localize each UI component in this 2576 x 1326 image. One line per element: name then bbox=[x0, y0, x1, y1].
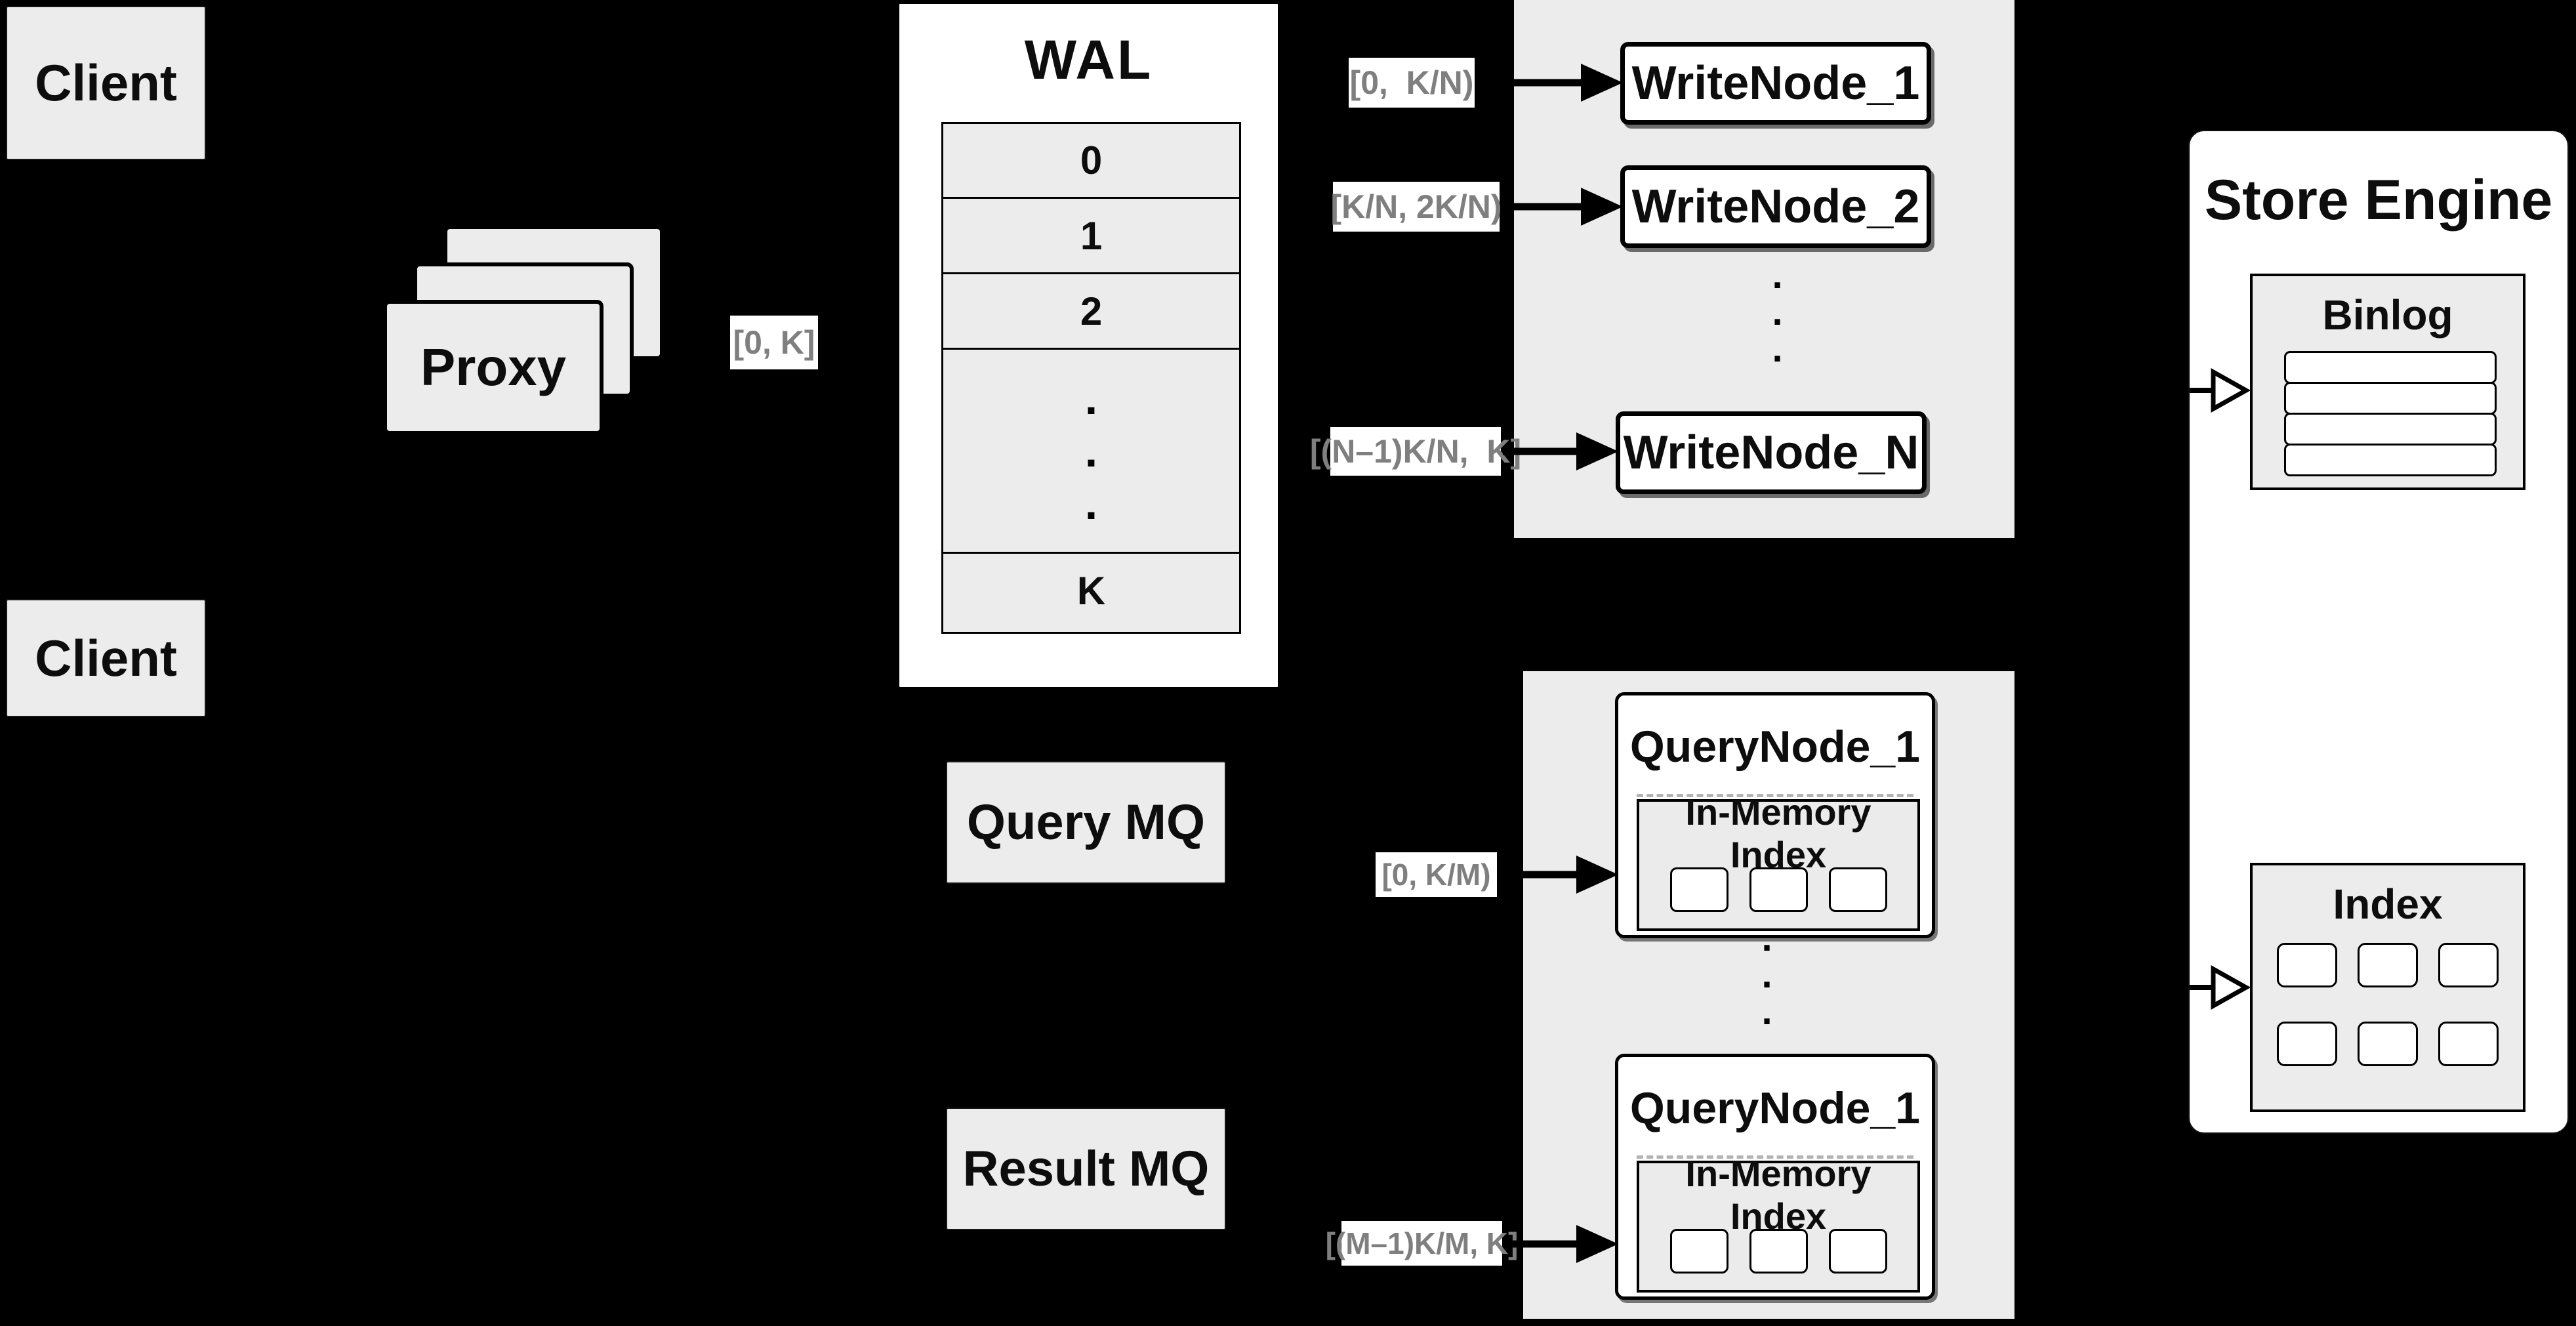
write-node-1-label: WriteNode_1 bbox=[1631, 57, 1920, 110]
index-segment bbox=[2358, 943, 2418, 987]
index-segment bbox=[2438, 1022, 2499, 1066]
range-label-write-n: [(N–1)K/N, K] bbox=[1310, 427, 1521, 476]
index-segment bbox=[2358, 1022, 2418, 1066]
segment-box bbox=[1669, 867, 1728, 912]
wal-row-1: 1 bbox=[943, 199, 1239, 274]
query-mq-label: Query MQ bbox=[966, 795, 1206, 850]
proxy-label: Proxy bbox=[420, 338, 567, 396]
binlog-segments bbox=[2284, 351, 2497, 476]
query-group-vertical-ellipsis: . . . bbox=[1761, 917, 1772, 1033]
write-group-vertical-ellipsis: . . . bbox=[1772, 254, 1783, 370]
wal-row-0: 0 bbox=[943, 124, 1239, 199]
query-node-1: QueryNode_1 In-Memory Index bbox=[1615, 692, 1935, 938]
binlog-segment bbox=[2284, 413, 2497, 445]
query-node-2: QueryNode_1 In-Memory Index bbox=[1615, 1054, 1935, 1300]
segment-box bbox=[1749, 1229, 1808, 1274]
wal-segment-table: 0 1 2 . . . K bbox=[941, 122, 1241, 634]
wal-vertical-ellipsis: . . . bbox=[1084, 373, 1098, 529]
wal-title: WAL bbox=[1024, 28, 1153, 91]
wal-row-k: K bbox=[1076, 569, 1106, 613]
wal-container: WAL 0 1 2 . . . K bbox=[897, 2, 1280, 689]
index-segment bbox=[2277, 1022, 2337, 1066]
query-mq-node: Query MQ bbox=[946, 761, 1226, 884]
segment-box bbox=[1828, 867, 1887, 912]
write-node-n: WriteNode_N bbox=[1616, 411, 1927, 494]
arrow-to-index bbox=[2190, 965, 2251, 1010]
range-label-query-2: [(M–1)K/M, K] bbox=[1326, 1221, 1518, 1266]
result-mq-node: Result MQ bbox=[946, 1108, 1226, 1230]
query-node-2-inmemory-index: In-Memory Index bbox=[1637, 1153, 1920, 1293]
wal-row-2: 2 bbox=[943, 274, 1239, 350]
index-segments bbox=[2253, 943, 2523, 1066]
binlog-segment bbox=[2284, 444, 2497, 476]
arrow-to-write-node-2 bbox=[1502, 188, 1623, 226]
client-top-label: Client bbox=[35, 54, 177, 112]
client-bottom-node: Client bbox=[6, 599, 206, 717]
store-engine-title: Store Engine bbox=[2204, 168, 2553, 232]
query-node-1-divider bbox=[1637, 794, 1913, 797]
index-title: Index bbox=[2333, 881, 2443, 928]
store-engine-container: Store Engine Binlog Index bbox=[2188, 130, 2569, 1134]
arrow-to-write-node-1 bbox=[1476, 64, 1623, 102]
write-node-2-label: WriteNode_2 bbox=[1631, 180, 1920, 233]
write-node-n-label: WriteNode_N bbox=[1623, 426, 1919, 479]
range-label-write-2: [K/N, 2K/N) bbox=[1330, 182, 1502, 232]
query-node-1-title: QueryNode_1 bbox=[1629, 722, 1921, 772]
wal-row-ellipsis: . . . bbox=[943, 350, 1239, 554]
segment-box bbox=[1669, 1229, 1728, 1274]
index-box: Index bbox=[2250, 863, 2525, 1112]
segment-box bbox=[1828, 1229, 1887, 1274]
arrow-to-binlog bbox=[2190, 368, 2251, 413]
write-node-1: WriteNode_1 bbox=[1620, 42, 1931, 125]
arrow-to-query-node-2 bbox=[1504, 1225, 1618, 1263]
index-segment bbox=[2277, 943, 2337, 987]
binlog-box: Binlog bbox=[2250, 274, 2525, 490]
range-label-query-1: [0, K/M) bbox=[1376, 852, 1497, 897]
range-label-client: [0, K] bbox=[730, 316, 818, 369]
segment-box bbox=[1749, 867, 1808, 912]
index-segment bbox=[2438, 943, 2499, 987]
proxy-node: Proxy bbox=[383, 300, 603, 435]
query-node-1-inmemory-index: In-Memory Index bbox=[1637, 791, 1920, 931]
client-top-node: Client bbox=[6, 6, 206, 160]
arrow-to-query-node-1 bbox=[1499, 856, 1618, 894]
client-bottom-label: Client bbox=[35, 629, 177, 687]
binlog-title: Binlog bbox=[2322, 291, 2453, 339]
query-node-2-title: QueryNode_1 bbox=[1629, 1083, 1921, 1133]
inmemory-index-segments bbox=[1639, 867, 1917, 912]
range-label-write-1: [0, K/N) bbox=[1349, 58, 1475, 108]
query-node-2-divider bbox=[1637, 1155, 1913, 1159]
result-mq-label: Result MQ bbox=[962, 1141, 1210, 1197]
inmemory-index-segments bbox=[1639, 1229, 1917, 1274]
arrow-to-write-node-n bbox=[1503, 432, 1618, 470]
